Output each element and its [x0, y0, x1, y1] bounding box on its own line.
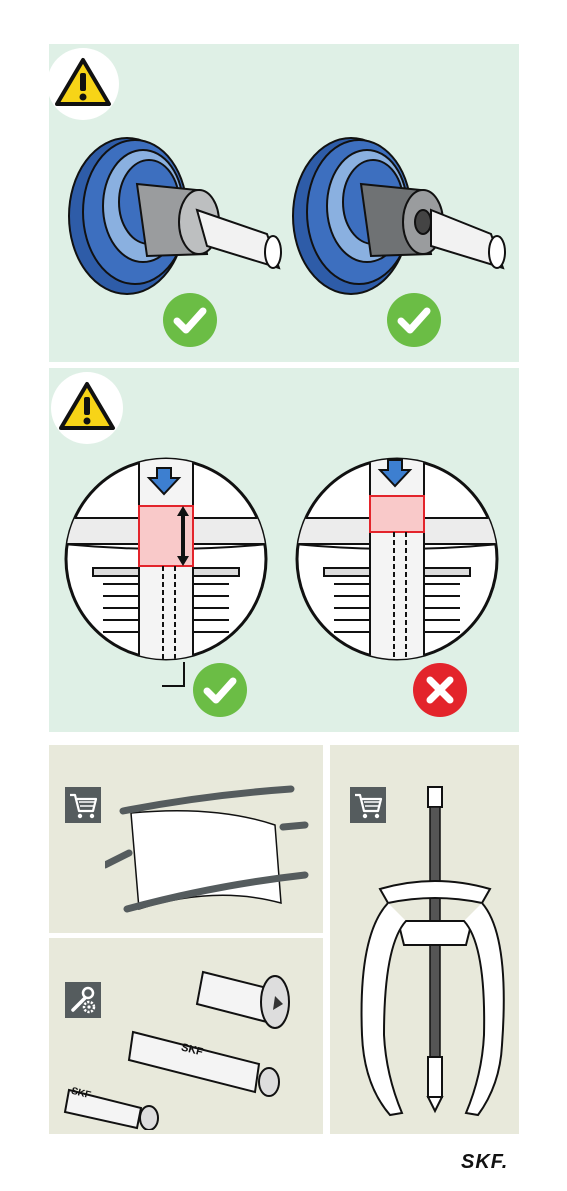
skf-logo: SKF.	[461, 1151, 508, 1174]
adapter-set-image	[61, 952, 311, 1130]
bearing-on-shaft-right	[281, 106, 521, 306]
warning-icon	[51, 372, 123, 444]
safety-net-image	[105, 775, 320, 925]
three-arm-puller-image	[350, 785, 510, 1130]
bearing-shaft-panel	[49, 44, 519, 362]
check-icon	[162, 292, 218, 348]
check-icon	[192, 662, 248, 718]
shopping-cart-icon	[65, 787, 101, 823]
cart-tile	[65, 787, 101, 823]
puller-panel	[330, 745, 519, 1134]
cross-icon	[412, 662, 468, 718]
warning-badge	[51, 372, 123, 444]
spindle-detail-correct	[63, 456, 269, 662]
adapters-panel: SKF SKF	[49, 938, 323, 1134]
spindle-detail-incorrect	[294, 456, 500, 662]
check-icon	[386, 292, 442, 348]
bearing-on-shaft-left	[57, 106, 297, 306]
spindle-thread-panel	[49, 368, 519, 732]
safety-net-panel	[49, 745, 323, 933]
pointer-line	[162, 662, 192, 692]
